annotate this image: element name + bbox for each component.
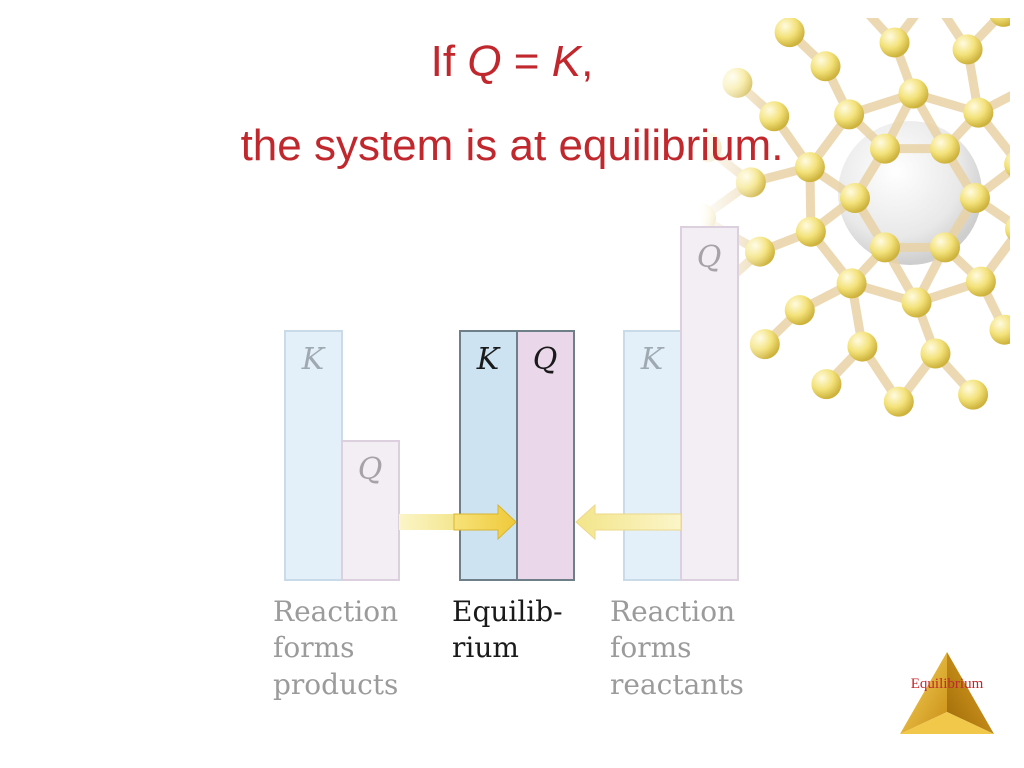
group-equilibrium: K Q	[459, 330, 575, 581]
k-label-products: K	[301, 342, 326, 377]
title-q: Q	[467, 37, 502, 86]
k-bar-products	[284, 330, 343, 581]
k-bar-reactants	[623, 330, 682, 581]
k-label-equilibrium: K	[476, 342, 501, 377]
logo-label: Equilibrium	[910, 676, 984, 692]
q-bar-reactants	[680, 226, 739, 581]
slide-subtitle: the system is at equilibrium.	[240, 121, 784, 170]
title-k: K	[551, 37, 582, 86]
q-label-products: Q	[358, 452, 383, 487]
caption-forms-products: Reaction forms products	[273, 595, 399, 701]
arrow-left-icon	[575, 503, 682, 541]
k-label-reactants: K	[640, 342, 665, 377]
equilibrium-pyramid-logo-icon	[900, 652, 994, 734]
q-bar-products	[341, 440, 400, 581]
group-forms-reactants: K Q	[623, 226, 739, 581]
arrow-right-icon	[399, 503, 517, 541]
caption-forms-reactants: Reaction forms reactants	[610, 595, 744, 701]
k-bar-equilibrium	[459, 330, 518, 581]
caption-equilibrium: Equilib- rium	[452, 595, 563, 665]
slide-title: If Q = K,	[430, 37, 594, 86]
q-label-equilibrium: Q	[533, 342, 558, 377]
q-label-reactants: Q	[697, 240, 722, 275]
q-bar-equilibrium	[516, 330, 575, 581]
group-forms-products: K Q	[284, 330, 400, 581]
